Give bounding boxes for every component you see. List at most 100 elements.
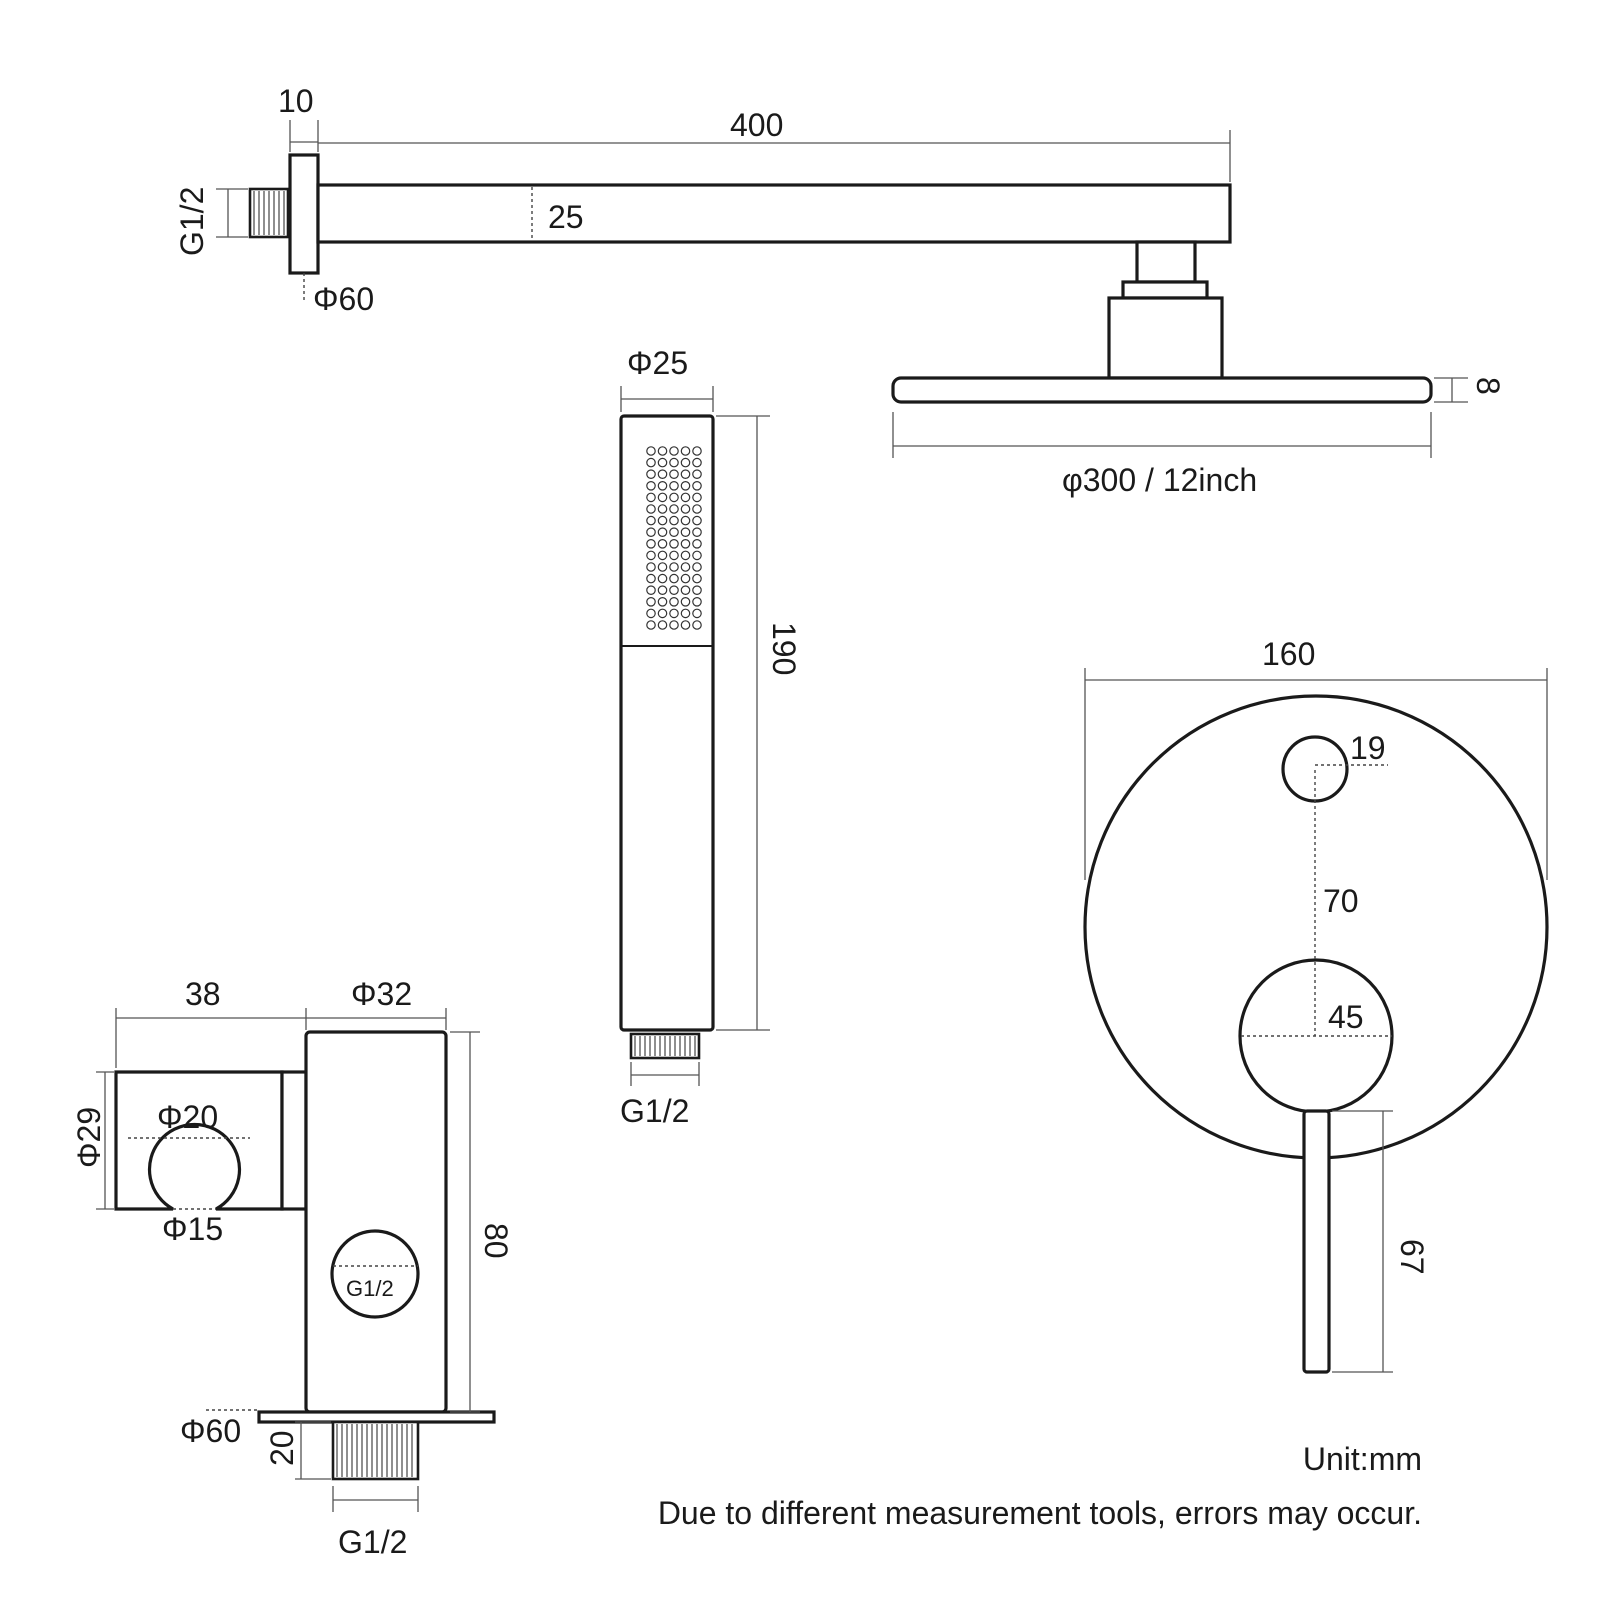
arm-flange-diameter-label: Φ60 xyxy=(313,281,374,317)
nozzle-dot xyxy=(669,457,679,468)
nozzle-dot xyxy=(680,585,691,595)
unit-note: Unit:mm xyxy=(1303,1441,1422,1477)
nozzle-dot xyxy=(646,608,656,619)
nozzle-dot xyxy=(669,504,679,514)
nozzle-dot xyxy=(692,446,702,456)
nozzle-dot xyxy=(669,562,679,572)
nozzle-dot xyxy=(692,620,702,630)
nozzle-dot xyxy=(680,550,691,561)
head-plate xyxy=(891,376,1433,404)
holder-cradle xyxy=(114,1070,284,1211)
nozzle-dot xyxy=(646,515,656,526)
nozzle-dot xyxy=(669,620,679,630)
head-diameter-label: φ300 / 12inch xyxy=(1062,462,1257,498)
mixer-lever xyxy=(1302,1109,1331,1374)
nozzle-dot xyxy=(646,446,656,456)
holder-cradle-opening-label: Φ15 xyxy=(162,1211,223,1247)
arm-tube xyxy=(316,183,1232,244)
arm-inlet-thread-hatch xyxy=(253,191,285,235)
nozzle-dot xyxy=(657,492,668,503)
hand-shower-outlet-thread-label: G1/2 xyxy=(620,1093,689,1129)
nozzle-dot xyxy=(692,562,702,572)
nozzle-dot xyxy=(669,515,679,526)
shower-head: 8 φ300 / 12inch xyxy=(891,240,1506,498)
nozzle-dot xyxy=(646,469,656,479)
hand-shower-nozzle-grid xyxy=(646,446,702,630)
holder-outlet-body xyxy=(304,1030,448,1414)
nozzle-dot xyxy=(680,573,691,584)
nozzle-dot xyxy=(646,620,656,630)
nozzle-dot xyxy=(692,550,702,561)
nozzle-dot xyxy=(680,469,691,479)
nozzle-dot xyxy=(657,538,668,549)
nozzle-dot xyxy=(680,515,691,526)
nozzle-dot xyxy=(680,527,691,537)
nozzle-dot xyxy=(680,608,691,619)
holder-thread-length-label: 20 xyxy=(264,1430,300,1466)
holder-body-diameter-label: Φ32 xyxy=(351,976,412,1012)
head-ball-joint xyxy=(1135,240,1197,284)
hand-shower-outlet-thread-hatch xyxy=(634,1036,696,1056)
holder-flange-diameter-label: Φ60 xyxy=(180,1413,241,1449)
nozzle-dot xyxy=(646,585,656,595)
hand-shower-length-label: 190 xyxy=(766,622,802,675)
holder-outlet-port xyxy=(330,1229,420,1319)
nozzle-dot xyxy=(692,515,702,526)
nozzle-dot xyxy=(657,469,668,479)
holder-width-label: 38 xyxy=(185,976,221,1012)
arm-inlet-thread-label: G1/2 xyxy=(174,187,210,256)
nozzle-dot xyxy=(657,550,668,561)
nozzle-dot xyxy=(692,573,702,584)
head-thickness-label: 8 xyxy=(1470,377,1506,395)
nozzle-dot xyxy=(646,538,656,549)
arm-wall-flange xyxy=(288,153,320,275)
nozzle-dot xyxy=(669,469,679,479)
head-connector xyxy=(1107,296,1224,380)
hand-shower-body xyxy=(619,414,715,1032)
hand-shower: Φ25 190 G1/2 xyxy=(619,345,802,1129)
nozzle-dot xyxy=(646,492,656,503)
nozzle-dot xyxy=(646,596,656,607)
nozzle-dot xyxy=(657,620,668,630)
nozzle-dot xyxy=(692,596,702,607)
holder-body-height-label: 80 xyxy=(478,1223,514,1259)
nozzle-dot xyxy=(669,446,679,456)
nozzle-dot xyxy=(646,457,656,468)
nozzle-dot xyxy=(669,573,679,584)
mixer-hub-diameter-label: 45 xyxy=(1328,999,1364,1035)
nozzle-dot xyxy=(646,480,656,491)
nozzle-dot xyxy=(657,527,668,537)
mixer-valve: 160 19 70 45 67 xyxy=(1083,636,1549,1374)
nozzle-dot xyxy=(646,562,656,572)
arm-tube-section-label: 25 xyxy=(548,199,584,235)
mixer-plate-diameter-label: 160 xyxy=(1262,636,1315,672)
nozzle-dot xyxy=(692,608,702,619)
nozzle-dot xyxy=(692,469,702,479)
mixer-lever-length-label: 67 xyxy=(1394,1239,1430,1275)
nozzle-dot xyxy=(646,527,656,537)
nozzle-dot xyxy=(669,596,679,607)
head-nut xyxy=(1121,280,1209,300)
nozzle-dot xyxy=(646,550,656,561)
arm-length-label: 400 xyxy=(730,107,783,143)
holder-cradle-height-label: Φ29 xyxy=(71,1107,107,1168)
nozzle-dot xyxy=(692,538,702,549)
nozzle-dot xyxy=(669,538,679,549)
nozzle-dot xyxy=(680,492,691,503)
arm-flange-thickness-label: 10 xyxy=(278,83,314,119)
nozzle-dot xyxy=(669,480,679,491)
nozzle-dot xyxy=(692,504,702,514)
hand-shower-diameter-label: Φ25 xyxy=(627,345,688,381)
nozzle-dot xyxy=(646,504,656,514)
shower-arm: 10 400 25 Φ60 G1/2 xyxy=(174,83,1232,317)
nozzle-dot xyxy=(657,480,668,491)
nozzle-dot xyxy=(680,538,691,549)
mixer-center-distance-label: 70 xyxy=(1323,883,1359,919)
nozzle-dot xyxy=(680,596,691,607)
nozzle-dot xyxy=(680,562,691,572)
holder-neck xyxy=(280,1070,308,1211)
nozzle-dot xyxy=(669,550,679,561)
nozzle-dot xyxy=(669,608,679,619)
nozzle-dot xyxy=(657,608,668,619)
nozzle-dot xyxy=(692,527,702,537)
